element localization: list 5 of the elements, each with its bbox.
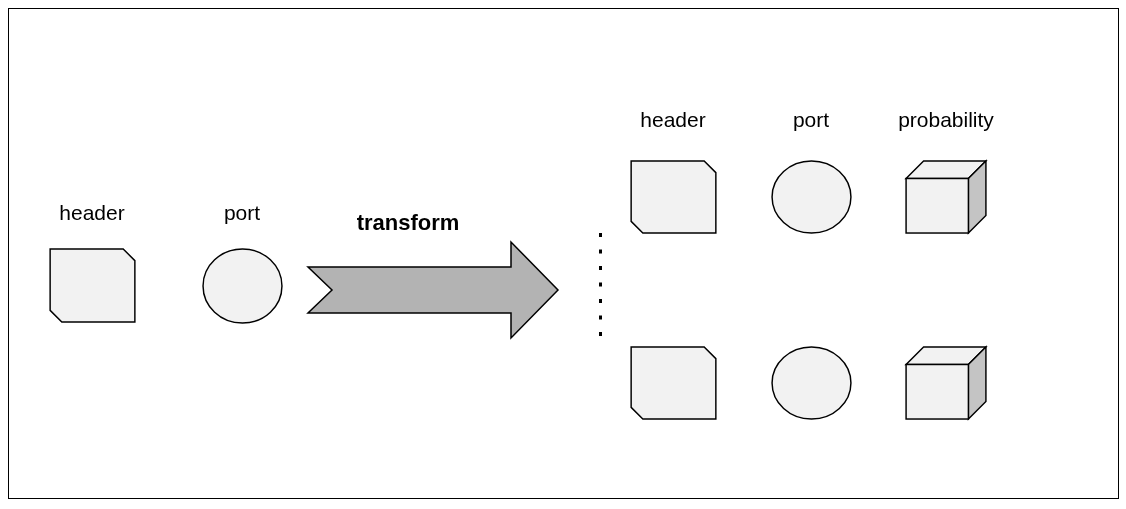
shape-label: header [59, 200, 125, 226]
shape-label: port [792, 107, 830, 133]
shape-label: probability [898, 107, 994, 133]
shape-label: header [640, 107, 706, 133]
shape-label: port [223, 200, 261, 226]
